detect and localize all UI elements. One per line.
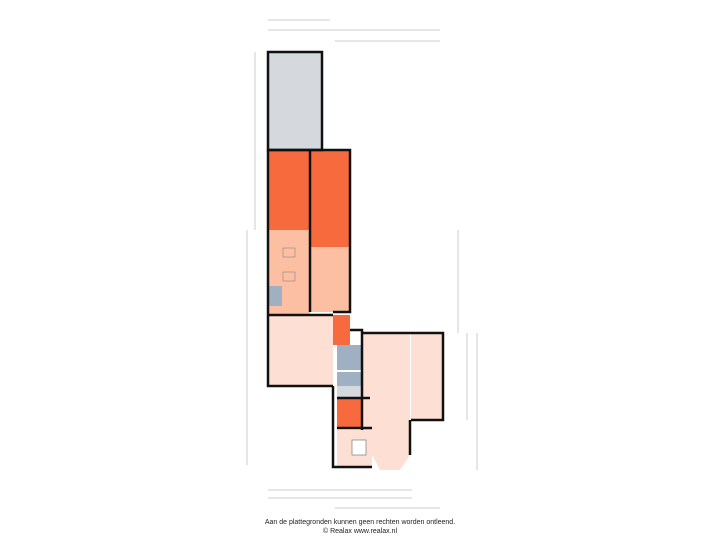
table-2	[282, 271, 296, 282]
room-hall	[333, 315, 350, 345]
table-1	[282, 247, 296, 258]
room-extension	[411, 333, 443, 420]
room-garage	[268, 52, 322, 150]
island	[351, 439, 367, 456]
room-salmon-right	[310, 247, 350, 312]
room-large-living	[362, 333, 410, 470]
room-blue-small	[268, 286, 282, 306]
room-bedroom-right	[310, 151, 350, 247]
room-storage	[337, 386, 362, 397]
copyright-text: © Realax www.realax.nl	[322, 528, 398, 535]
disclaimer-text: Aan de plattegronden kunnen geen rechten…	[264, 519, 456, 526]
dimension-lines	[246, 19, 478, 509]
room-bedroom-left	[268, 151, 310, 230]
walls	[266, 50, 445, 469]
room-toilet	[337, 372, 362, 386]
room-bathroom	[337, 345, 362, 370]
room-living	[268, 315, 333, 386]
